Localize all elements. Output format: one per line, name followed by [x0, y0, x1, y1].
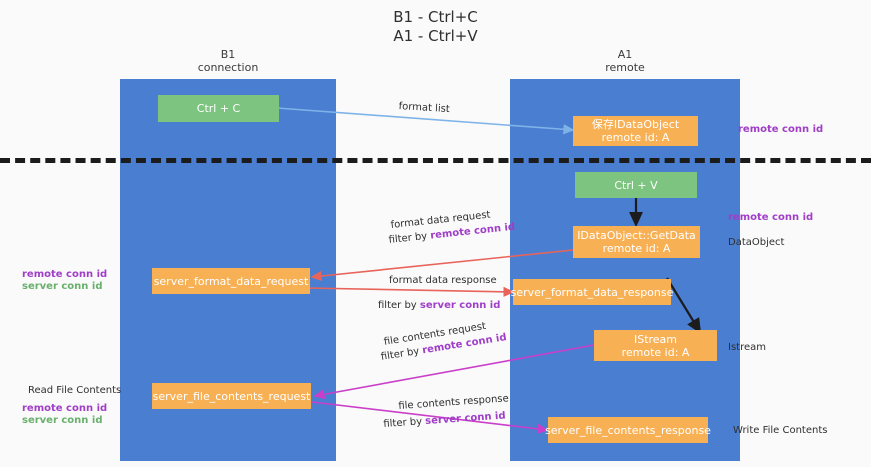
annotation-istream: Istream [728, 342, 766, 353]
column-header-b1-sub: connection [197, 61, 259, 74]
node-server-format-data-request[interactable]: server_format_data_request [152, 268, 310, 294]
edge-label-format-data-response: format data response [389, 275, 497, 286]
node-getdata-line2: remote id: A [602, 242, 671, 255]
arrow-response-to-istream [666, 277, 702, 334]
node-ctrl-c[interactable]: Ctrl + C [158, 95, 279, 122]
filter-prefix-2: filter by [378, 300, 420, 311]
annotation-left-remote-conn-id: remote conn id [22, 269, 108, 280]
annotation-write-file-contents: Write File Contents [733, 425, 828, 436]
node-idataobject-getdata[interactable]: IDataObject::GetData remote id: A [573, 226, 700, 258]
annotation-dataobject: DataObject [728, 237, 785, 248]
annotation-left-remote-conn-id-2: remote conn id [22, 403, 108, 414]
arrow-format-data-response [306, 286, 515, 297]
node-istream[interactable]: IStream remote id: A [594, 330, 717, 361]
annotation-remote-conn-id-top: remote conn id [738, 124, 824, 135]
arrow-format-data-request [310, 249, 574, 282]
node-save-idataobject[interactable]: 保存IDataObject remote id: A [573, 116, 698, 146]
node-save-idataobject-line2: remote id: A [601, 131, 670, 144]
node-server-file-contents-response[interactable]: server_file_contents_response [545, 417, 711, 443]
phase-divider [0, 158, 871, 163]
filter-key-server-conn-id: server conn id [419, 300, 501, 311]
arrow-format-list [276, 107, 575, 135]
node-istream-line1: IStream [633, 332, 678, 346]
annotation-remote-conn-id-mid: remote conn id [728, 212, 814, 223]
column-header-b1-name: B1 [220, 48, 236, 61]
column-header-a1-sub: remote [605, 61, 645, 74]
node-istream-line2: remote id: A [621, 345, 690, 359]
annotation-left-server-conn-id-2: server conn id [22, 415, 103, 426]
diagram-title-line1: B1 - Ctrl+C [393, 8, 478, 26]
node-save-idataobject-line1: 保存IDataObject [591, 118, 680, 131]
annotation-left-server-conn-id: server conn id [22, 281, 103, 292]
arrow-file-contents-request [313, 344, 595, 400]
arrow-file-contents-response [311, 401, 549, 434]
filter-prefix-4: filter by [383, 416, 426, 430]
diagram-title-line2: A1 - Ctrl+V [393, 27, 478, 45]
node-server-format-data-response[interactable]: server_format_data_response [511, 279, 673, 305]
column-header-a1-name: A1 [617, 48, 633, 61]
node-getdata-line1: IDataObject::GetData [577, 229, 696, 242]
node-ctrl-v[interactable]: Ctrl + V [575, 172, 697, 198]
annotation-read-file-contents: Read File Contents [28, 385, 122, 396]
node-server-file-contents-request[interactable]: server_file_contents_request [152, 383, 311, 409]
edge-label-format-data-response-filter: filter by server conn id [378, 299, 500, 312]
